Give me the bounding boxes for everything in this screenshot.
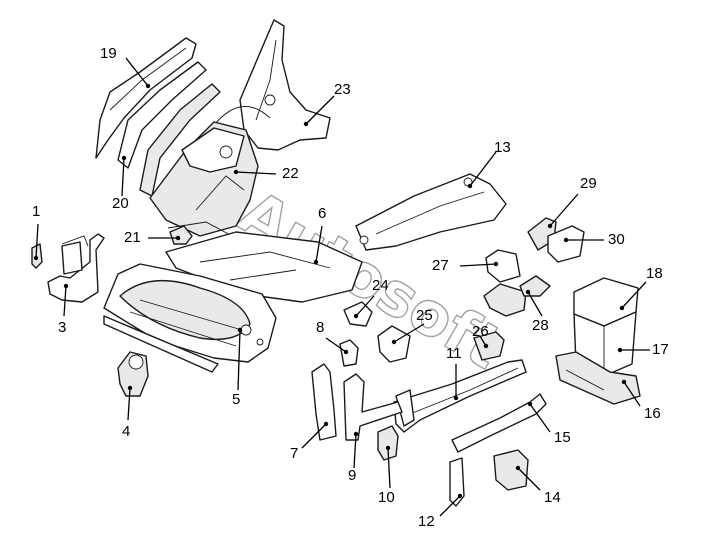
callout-30: 30 — [608, 231, 625, 248]
callout-18: 18 — [646, 265, 663, 282]
part-27-28-brackets — [483, 249, 551, 317]
callout-7: 7 — [290, 445, 299, 462]
callout-3: 3 — [58, 319, 67, 336]
callout-25: 25 — [416, 307, 433, 324]
part-3-jack-bracket — [47, 233, 105, 303]
callout-13: 13 — [494, 139, 511, 156]
callout-1: 1 — [32, 203, 41, 220]
callout-4: 4 — [122, 423, 131, 440]
callout-11: 11 — [446, 345, 462, 362]
callout-8: 8 — [316, 319, 325, 336]
callout-23: 23 — [334, 81, 351, 98]
part-12-14-15-rear-members — [449, 393, 547, 507]
callout-5: 5 — [232, 391, 241, 408]
part-6-rear-floor — [165, 231, 363, 303]
callout-27: 27 — [432, 257, 449, 274]
callout-14: 14 — [544, 489, 561, 506]
callout-9: 9 — [348, 467, 357, 484]
callout-19: 19 — [100, 45, 117, 62]
callout-6: 6 — [318, 205, 327, 222]
part-4-mount — [117, 351, 149, 397]
part-23-wheel-arch — [209, 19, 331, 151]
callout-17: 17 — [652, 341, 669, 358]
part-19-20-side-rails — [95, 37, 221, 197]
leader-lines — [33, 57, 650, 517]
callout-28: 28 — [532, 317, 549, 334]
callout-16: 16 — [644, 405, 661, 422]
callout-26: 26 — [472, 323, 489, 340]
part-16-17-18-battery-tray — [555, 277, 641, 405]
callout-22: 22 — [282, 165, 299, 182]
part-5-spare-wheel-well — [103, 263, 277, 373]
callout-10: 10 — [378, 489, 395, 506]
part-21-bracket — [169, 225, 193, 245]
callout-29: 29 — [580, 175, 597, 192]
callout-12: 12 — [418, 513, 435, 530]
callout-21: 21 — [124, 229, 141, 246]
part-1-bracket — [31, 243, 43, 269]
part-7-9-10-members — [311, 363, 403, 461]
part-13-floor-extension — [355, 173, 507, 251]
callout-15: 15 — [554, 429, 571, 446]
callout-24: 24 — [372, 277, 389, 294]
callout-20: 20 — [112, 195, 129, 212]
